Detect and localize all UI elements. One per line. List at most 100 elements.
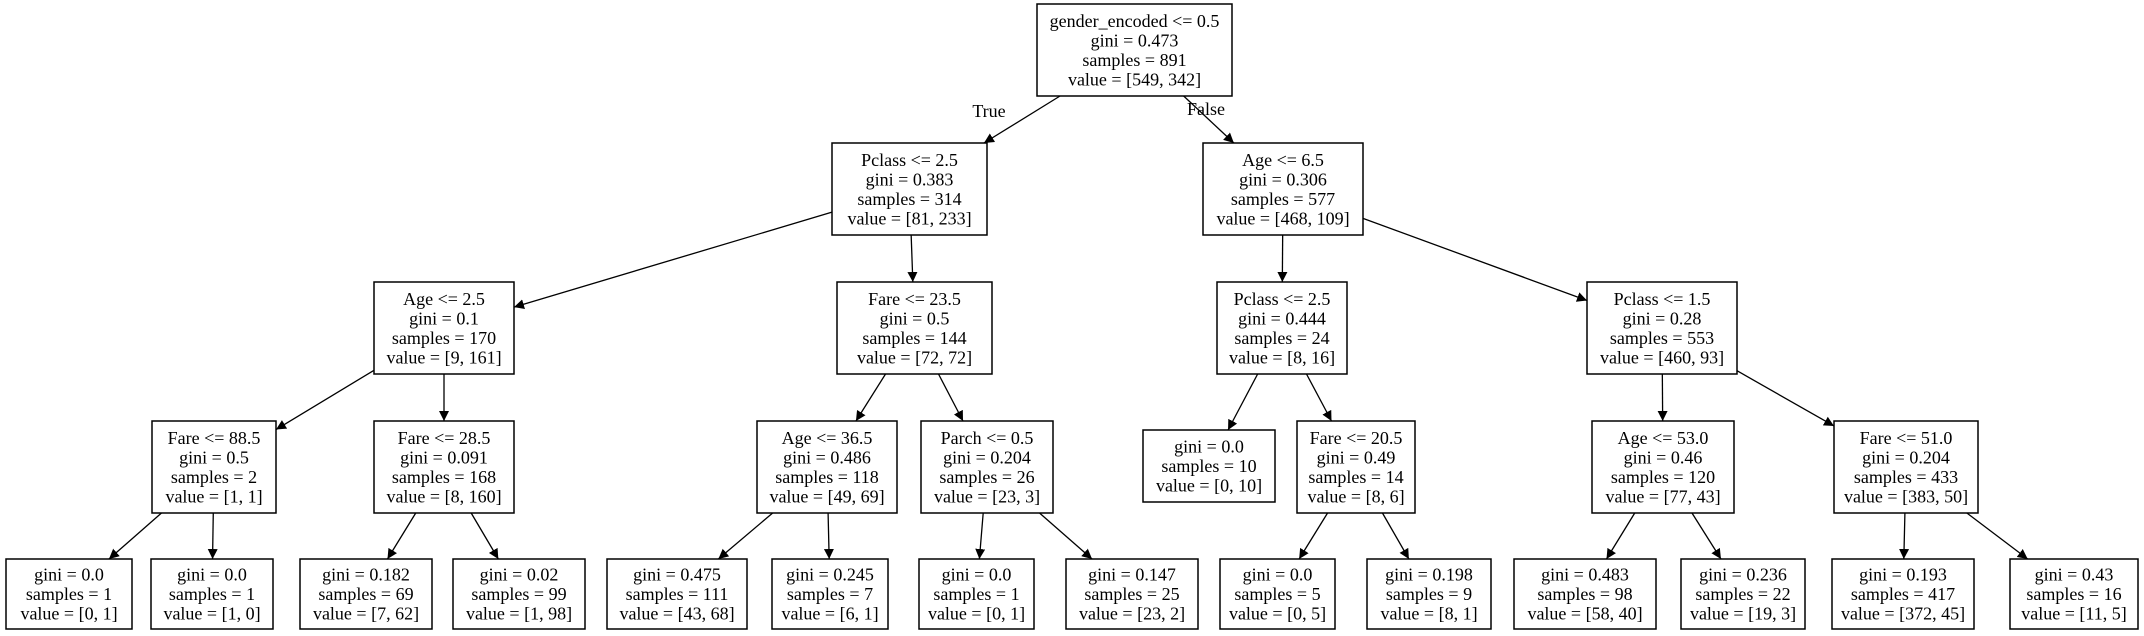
edge-arrow-n1b2-l7 xyxy=(975,512,986,560)
false-edge-label: False xyxy=(1187,99,1225,119)
node-box xyxy=(1680,558,1806,630)
node-line: value = [8, 6] xyxy=(1307,486,1404,506)
node-line: gini = 0.473 xyxy=(1091,30,1179,50)
edge-arrow-n2a-n2a1 xyxy=(1227,373,1259,431)
node-line: samples = 22 xyxy=(1695,584,1790,604)
node-box xyxy=(920,420,1054,514)
edge-arrow-n1b2-l8 xyxy=(1039,512,1093,560)
node-line: samples = 168 xyxy=(392,467,496,487)
node-line: gini = 0.02 xyxy=(480,565,559,585)
edge-labels-layer: True False xyxy=(972,99,1225,121)
edge-arrow-n1a2-l3 xyxy=(386,512,417,560)
node-line: value = [9, 161] xyxy=(386,347,501,367)
node-box xyxy=(452,558,586,630)
edge-arrow-root-n1 xyxy=(983,95,1061,144)
node-box xyxy=(1513,558,1657,630)
node-line: gini = 0.5 xyxy=(880,308,950,328)
node-box xyxy=(150,558,274,630)
node-line: Pclass <= 1.5 xyxy=(1614,289,1711,309)
node-line: value = [11, 5] xyxy=(2021,604,2126,624)
node-box xyxy=(1586,281,1738,375)
node-box xyxy=(756,420,898,514)
node-line: value = [81, 233] xyxy=(847,208,971,228)
node-line: samples = 417 xyxy=(1851,584,1955,604)
node-line: gini = 0.383 xyxy=(866,169,954,189)
node-line: value = [49, 69] xyxy=(769,486,884,506)
node-line: value = [383, 50] xyxy=(1844,486,1968,506)
node-line: value = [460, 93] xyxy=(1600,347,1724,367)
node-box xyxy=(1831,558,1975,630)
node-line: value = [0, 1] xyxy=(928,604,1025,624)
node-line: value = [8, 1] xyxy=(1380,604,1477,624)
node-box xyxy=(1833,420,1979,514)
node-line: Age <= 53.0 xyxy=(1618,428,1709,448)
node-line: samples = 99 xyxy=(471,584,566,604)
node-line: value = [1, 1] xyxy=(165,486,262,506)
node-line: Age <= 2.5 xyxy=(403,289,485,309)
node-line: samples = 553 xyxy=(1610,328,1714,348)
node-line: gini = 0.0 xyxy=(1243,565,1313,585)
node-line: gini = 0.091 xyxy=(400,447,488,467)
node-line: samples = 1 xyxy=(933,584,1019,604)
node-line: Fare <= 28.5 xyxy=(398,428,491,448)
edge-arrow-n1-n1a xyxy=(513,211,833,310)
node-line: samples = 9 xyxy=(1386,584,1472,604)
node-line: gini = 0.0 xyxy=(942,565,1012,585)
node-line: gini = 0.486 xyxy=(783,447,871,467)
node-line: samples = 314 xyxy=(857,189,961,209)
node-line: samples = 577 xyxy=(1231,189,1335,209)
node-line: Parch <= 0.5 xyxy=(941,428,1034,448)
edge-arrow-n1b1-l6 xyxy=(823,512,834,560)
node-line: Pclass <= 2.5 xyxy=(861,150,958,170)
node-line: gini = 0.204 xyxy=(1862,447,1950,467)
edge-arrow-n2b-n2b2 xyxy=(1736,370,1835,427)
edge-arrow-root-n2 xyxy=(1183,95,1235,144)
node-line: value = [58, 40] xyxy=(1527,604,1642,624)
node-line: gini = 0.43 xyxy=(2035,565,2114,585)
node-box xyxy=(1065,558,1199,630)
node-line: samples = 5 xyxy=(1234,584,1320,604)
node-box xyxy=(1142,429,1276,503)
edge-arrow-n1b-n1b2 xyxy=(937,373,964,422)
node-line: samples = 25 xyxy=(1084,584,1179,604)
edge-arrow-n2a-n2a2 xyxy=(1305,373,1333,422)
node-line: gender_encoded <= 0.5 xyxy=(1050,11,1220,31)
edge-arrow-n1b-n1b1 xyxy=(855,373,887,422)
node-line: gini = 0.306 xyxy=(1239,169,1327,189)
node-line: value = [77, 43] xyxy=(1605,486,1720,506)
node-line: gini = 0.5 xyxy=(179,447,249,467)
node-box xyxy=(606,558,748,630)
node-box xyxy=(1366,558,1492,630)
node-line: samples = 7 xyxy=(787,584,873,604)
node-line: value = [372, 45] xyxy=(1841,604,1965,624)
true-edge-label: True xyxy=(972,101,1005,121)
node-line: gini = 0.182 xyxy=(322,565,410,585)
node-line: gini = 0.193 xyxy=(1859,565,1947,585)
node-line: gini = 0.245 xyxy=(786,565,874,585)
node-line: value = [23, 3] xyxy=(934,486,1040,506)
node-box xyxy=(299,558,433,630)
node-box xyxy=(2009,558,2139,630)
node-line: samples = 2 xyxy=(171,467,257,487)
edge-arrow-n1-n1b xyxy=(907,234,918,283)
node-line: value = [0, 5] xyxy=(1229,604,1326,624)
